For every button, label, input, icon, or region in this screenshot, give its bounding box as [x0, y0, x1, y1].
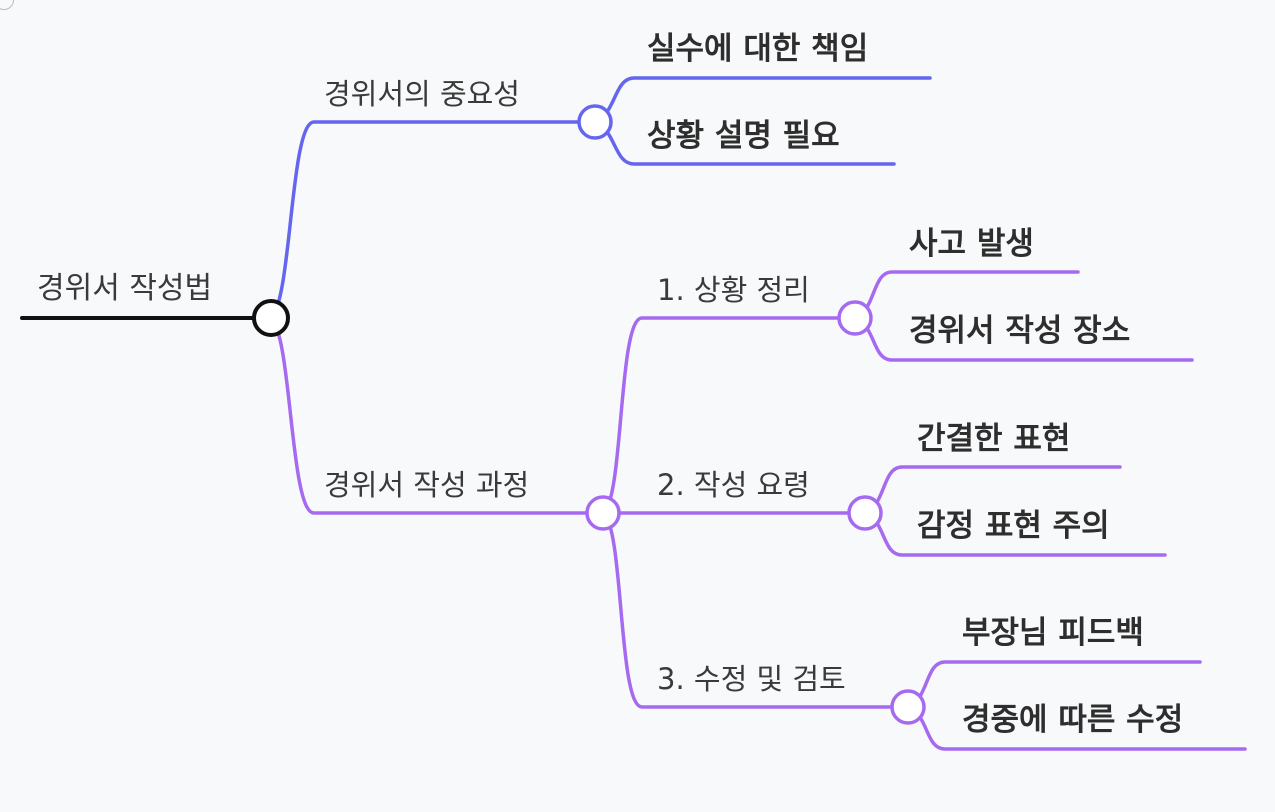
- sub-branch-label: 1. 상황 정리: [657, 273, 810, 307]
- node-sub-3[interactable]: [890, 689, 926, 725]
- node-branch-importance[interactable]: [577, 104, 613, 140]
- leaf-label: 경위서 작성 장소: [909, 313, 1130, 349]
- leaf-label: 실수에 대한 책임: [647, 31, 868, 67]
- labels: 경위서 작성법 경위서의 중요성 실수에 대한 책임 상황 설명 필요 경위서 …: [37, 31, 1183, 738]
- leaf-label: 간결한 표현: [917, 421, 1070, 457]
- leaf-label: 사고 발생: [909, 226, 1034, 262]
- connector-sub1-leaf-1: [853, 270, 1080, 320]
- sub-branch-label: 2. 작성 요령: [657, 468, 810, 502]
- leaf-label: 부장님 피드백: [962, 615, 1144, 651]
- branch-label-importance: 경위서의 중요성: [324, 77, 520, 111]
- branch-label-process: 경위서 작성 과정: [324, 468, 529, 502]
- root-node[interactable]: [252, 299, 290, 337]
- node-sub-2[interactable]: [847, 495, 883, 531]
- connector-leaf-1: [593, 76, 932, 124]
- leaf-label: 감정 표현 주의: [917, 508, 1110, 544]
- node-branch-process[interactable]: [585, 495, 621, 531]
- nodes: [252, 104, 926, 725]
- node-sub-1[interactable]: [837, 300, 873, 336]
- connector-sub3-leaf-1: [906, 660, 1202, 709]
- sub-branch-label: 3. 수정 및 검토: [657, 662, 846, 696]
- connector-branch-importance: [269, 120, 597, 320]
- leaf-label: 상황 설명 필요: [647, 118, 840, 154]
- root-label: 경위서 작성법: [37, 271, 212, 306]
- leaf-label: 경중에 따른 수정: [962, 702, 1183, 738]
- connector-sub2-leaf-1: [863, 465, 1122, 515]
